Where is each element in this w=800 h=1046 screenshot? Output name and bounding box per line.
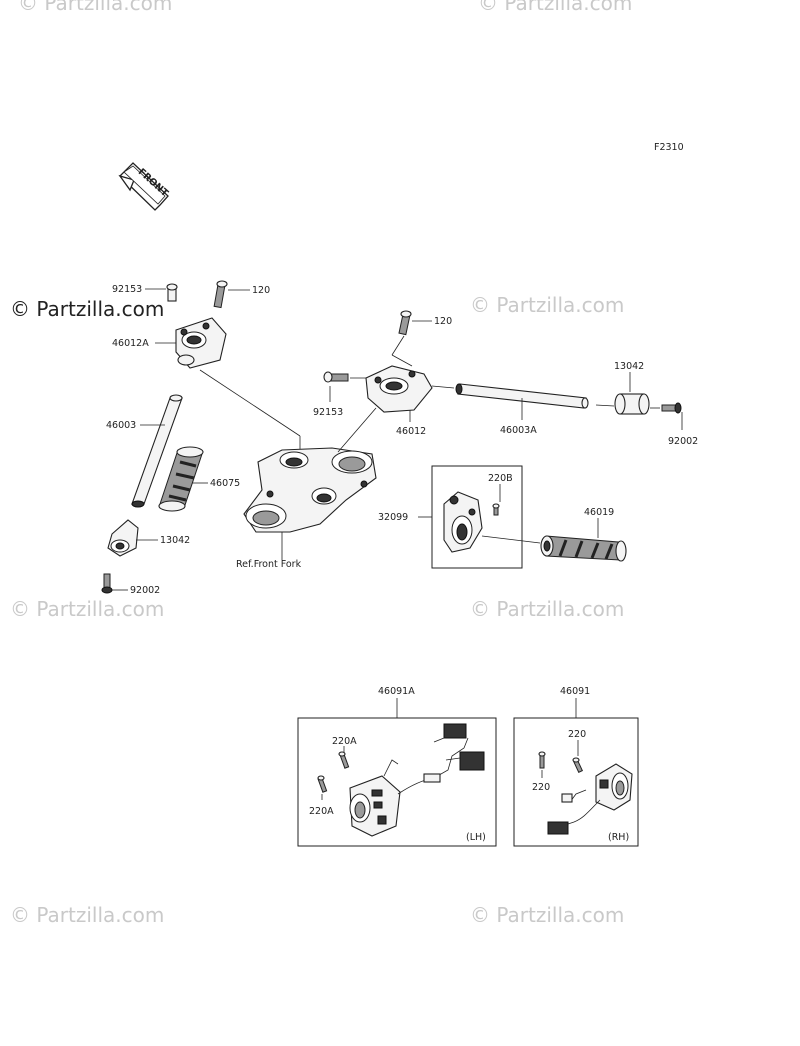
- watermark: © Partzilla.com: [478, 0, 632, 15]
- label-220B: 220B: [488, 473, 513, 484]
- screw-92002-left: [101, 573, 113, 594]
- watermark: © Partzilla.com: [18, 0, 172, 15]
- label-13042-left: 13042: [160, 535, 190, 546]
- triple-clamp: [243, 447, 377, 533]
- watermark-primary: © Partzilla.com: [10, 297, 164, 321]
- label-46012A: 46012A: [112, 338, 149, 349]
- label-ref-front-fork: Ref.Front Fork: [236, 559, 302, 570]
- label-120-left: 120: [252, 285, 270, 296]
- watermark: © Partzilla.com: [470, 293, 624, 317]
- label-46012: 46012: [396, 426, 426, 437]
- label-92002-left: 92002: [130, 585, 160, 596]
- label-120-right: 120: [434, 316, 452, 327]
- handlebar-46003A: [455, 383, 589, 409]
- label-220-top: 220: [568, 729, 586, 740]
- label-46019: 46019: [584, 507, 614, 518]
- watermark: © Partzilla.com: [10, 903, 164, 927]
- bolt-92153-mid: [323, 371, 349, 383]
- watermark: © Partzilla.com: [10, 597, 164, 621]
- bolt-92153-top: [166, 283, 178, 302]
- label-rh: (RH): [608, 832, 629, 843]
- handlebar-46003: [131, 394, 183, 508]
- bar-end-weight-13042-right: [614, 393, 650, 415]
- screw-220A-top: [338, 751, 350, 769]
- label-92002-right: 92002: [668, 436, 698, 447]
- screw-92002-right: [661, 402, 682, 414]
- bolt-120-right: [398, 310, 412, 336]
- front-arrow-icon: FRONT: [118, 162, 170, 211]
- switch-box-lh: [297, 717, 497, 847]
- grip-46019: [540, 535, 627, 562]
- screw-220A-bottom: [317, 775, 328, 793]
- holder-46012: [365, 365, 433, 413]
- bar-end-weight-13042-left: [107, 519, 139, 557]
- label-lh: (LH): [466, 832, 486, 843]
- watermark: © Partzilla.com: [470, 597, 624, 621]
- label-220A-bottom: 220A: [309, 806, 334, 817]
- diagram-code: F2310: [654, 142, 684, 153]
- bolt-120-left: [213, 280, 228, 309]
- grip-46075: [158, 446, 204, 512]
- label-46091A: 46091A: [378, 686, 415, 697]
- label-92153-mid: 92153: [313, 407, 343, 418]
- watermarks: © Partzilla.com © Partzilla.com © Partzi…: [10, 0, 632, 927]
- label-220-bottom: 220: [532, 782, 550, 793]
- throttle-case-32099: [443, 491, 483, 553]
- screw-220B: [492, 503, 500, 516]
- watermark: © Partzilla.com: [470, 903, 624, 927]
- label-92153-top: 92153: [112, 284, 142, 295]
- screw-220-bottom: [538, 751, 546, 769]
- label-46003: 46003: [106, 420, 136, 431]
- switch-assembly-46091: [547, 763, 633, 835]
- screw-220-top: [572, 757, 584, 773]
- switch-box-rh: [513, 717, 639, 847]
- label-46091: 46091: [560, 686, 590, 697]
- label-46075: 46075: [210, 478, 240, 489]
- holder-46012A: [175, 317, 227, 369]
- switch-assembly-46091A: [349, 723, 485, 837]
- label-13042-right: 13042: [614, 361, 644, 372]
- label-46003A: 46003A: [500, 425, 537, 436]
- label-220A-top: 220A: [332, 736, 357, 747]
- label-32099: 32099: [378, 512, 408, 523]
